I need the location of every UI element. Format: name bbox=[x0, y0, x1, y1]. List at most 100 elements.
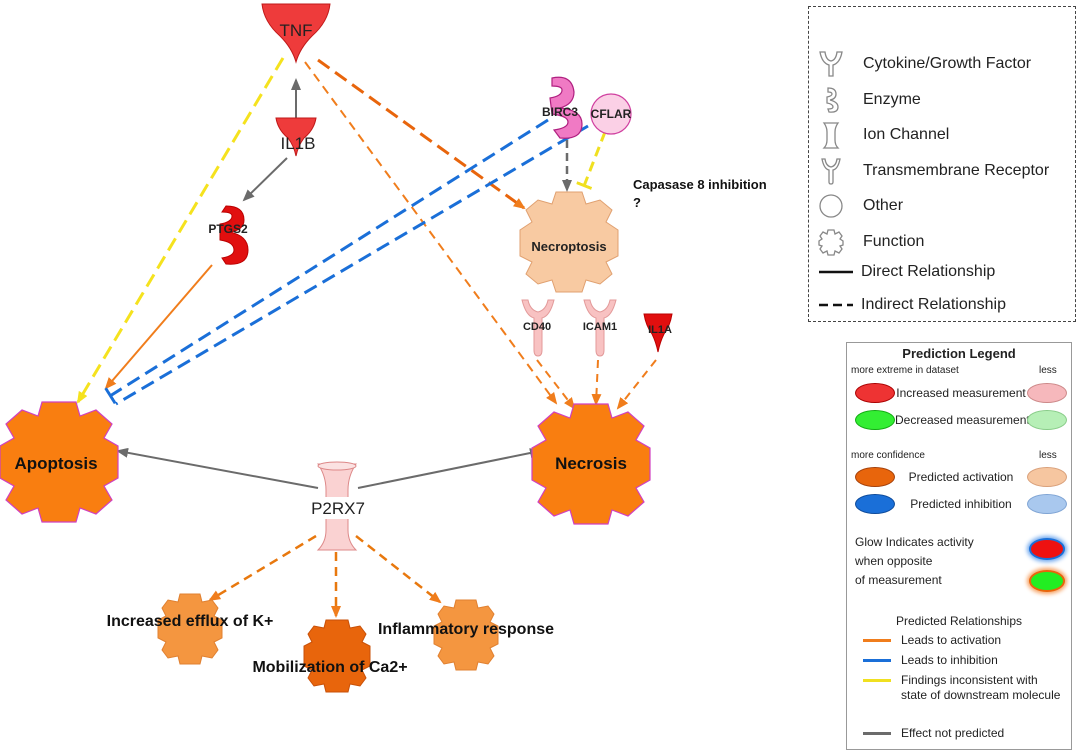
edge-p2rx7-inflammatory bbox=[355, 535, 442, 604]
glow-description: Glow Indicates activity when opposite of… bbox=[855, 533, 974, 590]
edge-ptgs2-apoptosis bbox=[104, 264, 213, 390]
activation-line-swatch bbox=[863, 639, 891, 642]
node-inflammatory[interactable]: Inflammatory response bbox=[378, 599, 554, 671]
rel-inconsistent: Findings inconsistent with state of down… bbox=[863, 673, 1067, 703]
node-label-il1a: IL1A bbox=[648, 324, 672, 336]
activation-label: Predicted activation bbox=[908, 470, 1014, 484]
node-mobilization[interactable]: Mobilization of Ca2+ bbox=[252, 619, 408, 693]
legend-row-indirect: Indirect Relationship bbox=[819, 296, 1006, 314]
node-birc3[interactable]: BIRC3 bbox=[542, 76, 583, 139]
edge-p2rx7-efflux bbox=[208, 534, 317, 602]
cytokine-icon bbox=[819, 51, 843, 77]
node-label-efflux: Increased efflux of K+ bbox=[107, 613, 274, 630]
increased-strong-swatch bbox=[855, 383, 895, 403]
transmembrane-receptor-icon bbox=[821, 158, 841, 185]
node-necrosis[interactable]: Necrosis bbox=[531, 403, 651, 525]
edge-cflar-apoptosis bbox=[115, 124, 589, 406]
legend-row-enzyme: Enzyme bbox=[809, 85, 921, 115]
increased-label: Increased measurement bbox=[896, 386, 1026, 400]
function-icon bbox=[303, 619, 371, 693]
function-icon bbox=[433, 599, 499, 671]
node-tnf[interactable]: TNF bbox=[261, 3, 331, 64]
decreased-weak-swatch bbox=[1027, 410, 1067, 430]
enzyme-icon bbox=[219, 205, 249, 265]
row-activation: Predicted activation bbox=[855, 467, 1067, 487]
activation-weak-swatch bbox=[1027, 467, 1067, 487]
edge-cd40-necrosis bbox=[536, 359, 576, 410]
node-label-mobilization: Mobilization of Ca2+ bbox=[252, 659, 407, 676]
increased-weak-swatch bbox=[1027, 383, 1067, 403]
enzyme-icon bbox=[826, 87, 839, 113]
legend-row-receptor: Transmembrane Receptor bbox=[809, 156, 1049, 186]
edge-p2rx7-necrosis bbox=[357, 448, 542, 489]
glow-line-3: of measurement bbox=[855, 573, 942, 587]
legend-label-other: Other bbox=[863, 197, 904, 214]
inhibition-label: Predicted inhibition bbox=[910, 497, 1012, 511]
less-label-2: less bbox=[1039, 450, 1057, 461]
node-efflux[interactable]: Increased efflux of K+ bbox=[107, 593, 274, 665]
prediction-legend: Prediction Legend more extreme in datase… bbox=[846, 342, 1072, 750]
dashed-line-icon bbox=[819, 303, 853, 307]
glow-line-1: Glow Indicates activity bbox=[855, 535, 974, 549]
edge-tnf-necroptosis bbox=[317, 58, 526, 210]
function-icon bbox=[519, 191, 619, 293]
more-extreme-label: more extreme in dataset bbox=[851, 365, 959, 376]
node-label-apoptosis: Apoptosis bbox=[14, 454, 97, 473]
legend-label-enzyme: Enzyme bbox=[863, 91, 921, 108]
network-diagram: TNF IL1B PTGS2 BIRC3 CFLAR Necroptosis C… bbox=[0, 3, 673, 693]
node-necroptosis[interactable]: Necroptosis bbox=[519, 191, 619, 293]
edge-birc3-apoptosis bbox=[104, 118, 549, 405]
legend-label-function: Function bbox=[863, 233, 925, 250]
decreased-label: Decreased measurement bbox=[895, 413, 1030, 427]
row-inhibition: Predicted inhibition bbox=[855, 494, 1067, 514]
node-p2rx7[interactable]: P2RX7 bbox=[300, 461, 374, 551]
node-label-il1b: IL1B bbox=[281, 134, 316, 153]
function-icon bbox=[157, 593, 223, 665]
legend-label-indirect: Indirect Relationship bbox=[861, 296, 1006, 313]
other-icon bbox=[590, 93, 632, 135]
rel-not-predicted: Effect not predicted bbox=[863, 726, 1067, 741]
node-label-cflar: CFLAR bbox=[591, 107, 632, 121]
node-label-icam1: ICAM1 bbox=[583, 321, 617, 333]
edge-tnf-apoptosis bbox=[76, 57, 285, 404]
inhibition-strong-swatch bbox=[855, 494, 895, 514]
function-icon bbox=[0, 401, 119, 523]
prediction-legend-title: Prediction Legend bbox=[902, 346, 1016, 361]
node-cd40[interactable]: CD40 bbox=[521, 299, 555, 357]
rel-activation-label: Leads to activation bbox=[901, 633, 1002, 647]
node-apoptosis[interactable]: Apoptosis bbox=[0, 401, 119, 523]
row-decreased: Decreased measurement bbox=[855, 410, 1067, 430]
rel-inconsistent-label: Findings inconsistent with state of down… bbox=[901, 673, 1061, 702]
inconsistent-line-swatch bbox=[863, 679, 891, 682]
less-label-1: less bbox=[1039, 365, 1057, 376]
solid-line-icon bbox=[819, 270, 853, 274]
node-cflar[interactable]: CFLAR bbox=[590, 93, 632, 135]
other-icon bbox=[819, 194, 843, 218]
not-predicted-line-swatch bbox=[863, 732, 891, 735]
node-il1a[interactable]: IL1A bbox=[643, 313, 673, 353]
node-label-necrosis: Necrosis bbox=[555, 454, 627, 473]
edge-il1b-ptgs2 bbox=[242, 157, 288, 202]
node-icam1[interactable]: ICAM1 bbox=[583, 299, 617, 357]
legend-row-function: Function bbox=[809, 227, 924, 257]
rel-inhibition-label: Leads to inhibition bbox=[901, 653, 998, 667]
node-il1b[interactable]: IL1B bbox=[275, 117, 317, 157]
edge-p2rx7-apoptosis bbox=[116, 447, 319, 489]
rel-activation: Leads to activation bbox=[863, 633, 1067, 648]
rel-inhibition: Leads to inhibition bbox=[863, 653, 1067, 668]
edge-tnf-necrosis bbox=[304, 61, 558, 405]
node-ptgs2[interactable]: PTGS2 bbox=[208, 205, 249, 265]
legend-row-ion-channel: Ion Channel bbox=[809, 120, 949, 150]
activation-strong-swatch bbox=[855, 467, 895, 487]
ion-channel-icon bbox=[822, 122, 840, 149]
legend-row-direct: Direct Relationship bbox=[819, 263, 995, 281]
legend-label-ion-channel: Ion Channel bbox=[863, 126, 950, 143]
rel-not-predicted-label: Effect not predicted bbox=[901, 726, 1005, 740]
shape-legend: Cytokine/Growth Factor Enzyme Ion Channe… bbox=[808, 6, 1076, 322]
enzyme-icon bbox=[549, 76, 583, 139]
cytokine-icon bbox=[275, 117, 317, 157]
inhibition-line-swatch bbox=[863, 659, 891, 662]
node-label-ptgs2: PTGS2 bbox=[208, 222, 248, 236]
node-label-cd40: CD40 bbox=[523, 321, 551, 333]
